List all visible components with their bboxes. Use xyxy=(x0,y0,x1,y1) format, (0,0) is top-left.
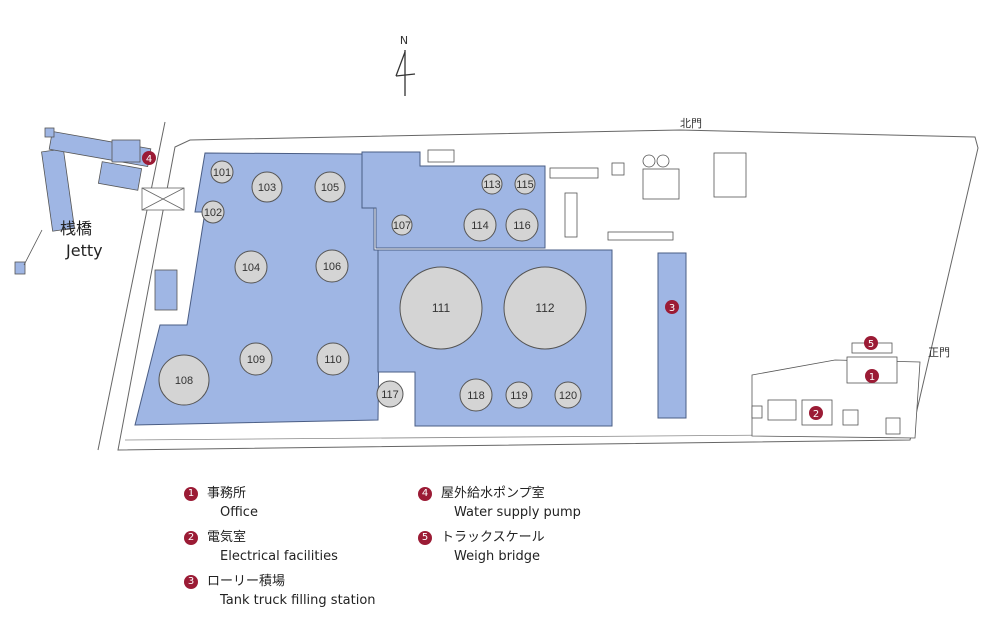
facility-map: N 桟橋 Jetty xyxy=(14,34,979,451)
tank-label: 101 xyxy=(213,167,231,179)
tank-103 xyxy=(251,171,283,203)
legend-label-en: Tank truck filling station xyxy=(220,593,376,608)
tank-117 xyxy=(376,380,404,408)
tank-104 xyxy=(234,250,268,284)
tank-116 xyxy=(505,208,539,242)
legend-label-ja: 事務所 xyxy=(207,486,247,501)
building xyxy=(767,399,797,421)
tank-label: 108 xyxy=(175,375,193,387)
tank-107 xyxy=(391,214,413,236)
tank-102 xyxy=(201,200,225,224)
tank-112 xyxy=(503,266,587,350)
legend-label-en: Water supply pump xyxy=(454,505,581,520)
building xyxy=(885,417,901,435)
legend-label-ja: トラックスケール xyxy=(441,530,545,545)
building xyxy=(549,167,599,179)
legend-label-en: Weigh bridge xyxy=(454,549,541,564)
legend-label-ja: 電気室 xyxy=(207,530,247,545)
legend-marker: 5 xyxy=(418,531,432,545)
tank-label: 107 xyxy=(393,220,411,232)
tank-120 xyxy=(554,381,582,409)
tank-label: 111 xyxy=(432,301,451,315)
building xyxy=(842,409,859,426)
main-gate-label: 正門 xyxy=(928,346,950,359)
tank-label: 112 xyxy=(535,301,554,315)
marker-label: 4 xyxy=(146,154,152,165)
legend-label-en: Office xyxy=(220,505,258,520)
tank-110 xyxy=(316,342,350,376)
tank-111 xyxy=(399,266,483,350)
marker-label: 5 xyxy=(868,339,874,350)
map-markers: 1 2 3 4 5 xyxy=(142,151,879,420)
legend-marker: 4 xyxy=(418,487,432,501)
tank-labels: 101 102 103 104 105 106 107 108 109 110 … xyxy=(175,167,577,402)
building xyxy=(751,405,763,419)
building xyxy=(713,152,747,198)
tank-118 xyxy=(459,378,493,412)
building xyxy=(611,162,625,176)
north-arrow: N xyxy=(395,34,416,96)
tank-label: 105 xyxy=(321,182,339,194)
tank-label: 113 xyxy=(483,179,501,191)
north-label: N xyxy=(400,34,408,47)
tank-label: 116 xyxy=(513,220,531,232)
tank-small xyxy=(642,154,656,168)
legend-label-en: Electrical facilities xyxy=(220,549,338,564)
marker-label: 2 xyxy=(813,409,819,420)
tank-115 xyxy=(514,173,536,195)
tank-small xyxy=(656,154,670,168)
tank-119 xyxy=(505,381,533,409)
legend-marker: 3 xyxy=(184,575,198,589)
marker-2 xyxy=(809,406,823,420)
legend-label-ja: ローリー積場 xyxy=(207,574,286,589)
tank-label: 117 xyxy=(381,389,399,401)
building xyxy=(564,192,578,238)
tank-label: 109 xyxy=(247,354,265,366)
tank-106 xyxy=(315,249,349,283)
marker-5 xyxy=(864,336,878,350)
tank-label: 114 xyxy=(471,220,489,232)
tank-114 xyxy=(463,208,497,242)
legend-marker: 1 xyxy=(184,487,198,501)
marker-label: 1 xyxy=(869,372,875,383)
tank-101 xyxy=(210,160,234,184)
tank-label: 102 xyxy=(204,207,222,219)
tank-109 xyxy=(239,342,273,376)
building xyxy=(642,168,680,200)
marker-label: 3 xyxy=(669,303,675,314)
tank-label: 115 xyxy=(516,179,534,191)
jetty-label-ja: 桟橋 xyxy=(60,219,92,238)
tank-113 xyxy=(481,173,503,195)
legend-marker: 2 xyxy=(184,531,198,545)
north-gate-label: 北門 xyxy=(680,117,702,130)
tank-label: 119 xyxy=(510,390,528,402)
filling-station xyxy=(657,252,687,419)
building xyxy=(607,231,674,241)
tank-label: 103 xyxy=(258,182,276,194)
building xyxy=(154,269,178,311)
tank-label: 118 xyxy=(467,390,485,402)
marker-1 xyxy=(865,369,879,383)
tank-label: 120 xyxy=(559,390,577,402)
legend-label-ja: 屋外給水ポンプ室 xyxy=(441,486,545,501)
tank-108 xyxy=(158,354,210,406)
tanks xyxy=(158,160,587,412)
tank-label: 106 xyxy=(323,261,341,273)
marker-3 xyxy=(665,300,679,314)
tank-105 xyxy=(314,171,346,203)
marker-4 xyxy=(142,151,156,165)
jetty-label-en: Jetty xyxy=(65,241,103,260)
tank-label: 104 xyxy=(242,262,260,274)
jetty-structure xyxy=(14,127,152,275)
tank-label: 110 xyxy=(324,354,342,366)
building xyxy=(427,149,455,163)
